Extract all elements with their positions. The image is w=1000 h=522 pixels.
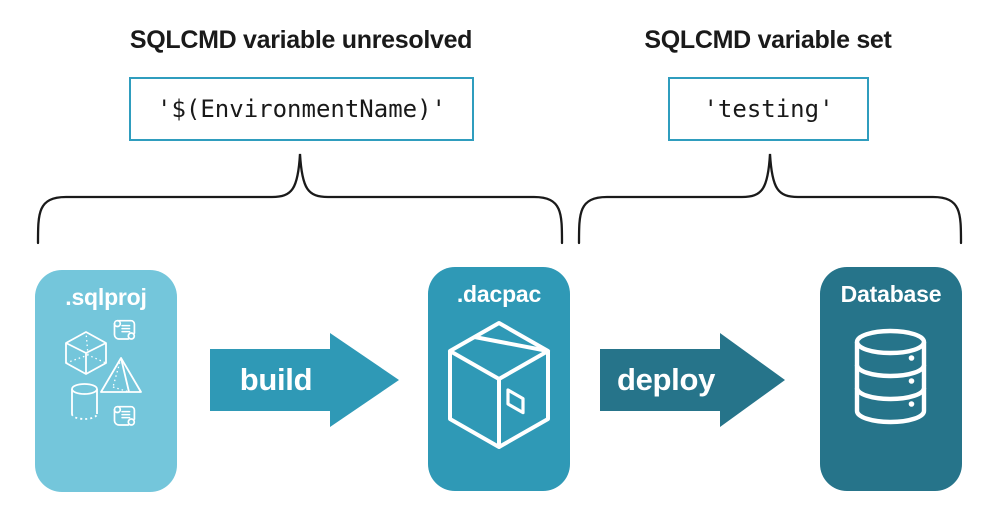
heading-sqlcmd-unresolved: SQLCMD variable unresolved: [129, 26, 473, 54]
stage-card-dacpac: .dacpac: [428, 267, 570, 491]
right-arrow-shape: [600, 333, 785, 427]
database-icon: [854, 328, 927, 425]
sql-script-icon: [113, 405, 136, 426]
build-arrow: build: [210, 332, 400, 428]
code-text-unresolved: '$(EnvironmentName)': [157, 95, 446, 123]
code-text-set: 'testing': [703, 95, 834, 123]
cylinder-icon: [71, 383, 98, 420]
stage-card-database: Database: [820, 267, 962, 491]
deploy-arrow-label: deploy: [616, 362, 716, 397]
stage-label-sqlproj: .sqlproj: [65, 284, 147, 310]
code-box-set-value: 'testing': [668, 77, 869, 141]
pyramid-icon: [100, 357, 142, 393]
stage-label-database: Database: [840, 281, 942, 307]
heading-sqlcmd-set: SQLCMD variable set: [644, 26, 892, 54]
code-box-unresolved-value: '$(EnvironmentName)': [129, 77, 474, 141]
cube-icon: [65, 331, 107, 375]
right-curly-brace: [577, 153, 963, 245]
sql-script-icon: [113, 319, 136, 340]
package-icon: [448, 321, 550, 449]
right-arrow-shape: [210, 333, 399, 427]
left-curly-brace: [36, 153, 564, 245]
deploy-arrow: deploy: [600, 332, 786, 428]
stage-label-dacpac: .dacpac: [456, 281, 542, 307]
build-arrow-label: build: [239, 362, 313, 397]
stage-card-sqlproj: .sqlproj: [35, 270, 177, 492]
